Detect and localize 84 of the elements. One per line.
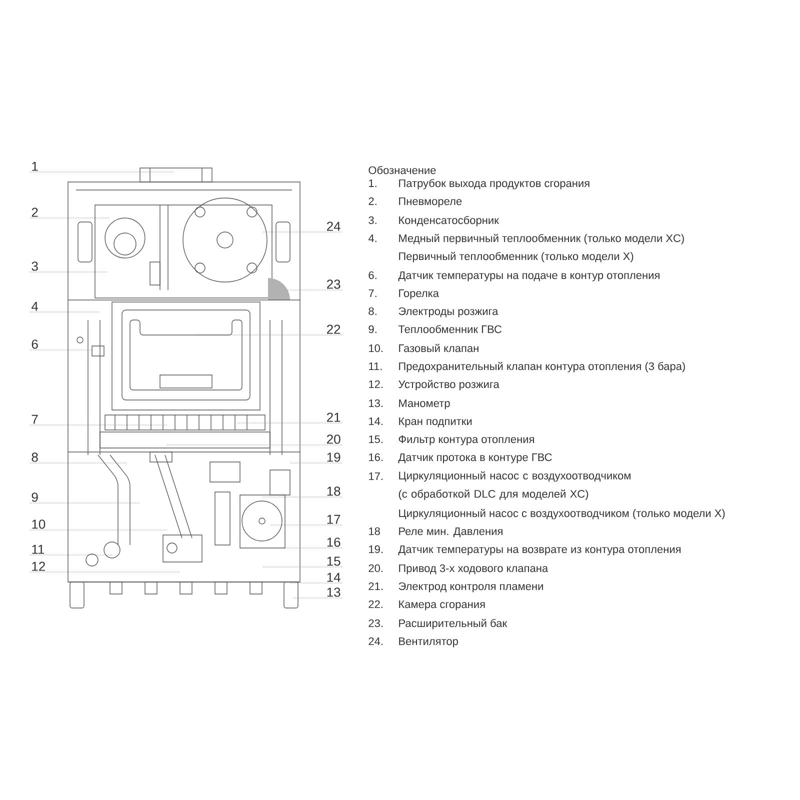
item-description: Датчик температуры на подаче в контур отопления	[398, 271, 660, 282]
callout-number: 24	[327, 222, 340, 231]
callout-number: 7	[32, 414, 38, 424]
item-number: 22.	[368, 600, 382, 608]
item-number: 6.	[368, 271, 376, 280]
callout-number: 10	[32, 520, 46, 529]
item-description: Теплообменник ГВС	[398, 324, 502, 334]
leader-line	[30, 502, 140, 504]
item-description: Первичный теплообменник (только модели X)	[399, 252, 634, 262]
item-description: Циркуляционный насос с воздухоотводчиком (только модели X)	[399, 508, 725, 520]
callout-number: 11	[32, 544, 44, 554]
item-description: Электрод контроля пламени	[398, 582, 543, 592]
callout-number: 14	[327, 572, 340, 582]
leader-line	[290, 462, 342, 464]
item-number: 14.	[369, 417, 382, 425]
leader-line	[262, 566, 342, 568]
item-description: Камера сгорания	[399, 600, 485, 610]
item-description: Манометр	[399, 399, 450, 410]
item-number: 2.	[368, 197, 376, 205]
item-number: 7.	[368, 289, 376, 297]
leader-line	[236, 422, 342, 424]
item-number: 9.	[368, 325, 376, 334]
item-description: Расширительный бак	[399, 618, 508, 630]
item-number: 19.	[369, 545, 382, 554]
leader-line	[262, 496, 342, 498]
leader-line	[270, 524, 342, 526]
item-description: Датчик температуры на возврате из контура отопления	[398, 545, 681, 556]
callout-number: 9	[32, 492, 38, 502]
item-number: 23.	[368, 619, 382, 628]
item-description: Устройство розжига	[398, 380, 500, 390]
callout-number: 18	[327, 486, 340, 496]
leader-line	[30, 424, 168, 426]
item-number: 12.	[369, 380, 382, 388]
item-description: Реле мин. Давления	[399, 527, 502, 538]
item-number: 11.	[369, 362, 382, 370]
callout-number: 3	[32, 262, 38, 271]
item-description: Фильтр контура отопления	[398, 435, 534, 446]
item-number: 18	[369, 527, 380, 536]
item-description: Электроды розжига	[398, 307, 498, 318]
item-number: 17.	[369, 472, 382, 480]
callout-number: 19	[327, 452, 340, 462]
callout-number: 12	[32, 562, 45, 571]
callout-number: 13	[327, 588, 340, 597]
callout-number: 2	[32, 208, 38, 217]
item-description: Газовый клапан	[399, 344, 478, 352]
leader-line	[30, 462, 128, 464]
item-number: 16.	[369, 453, 382, 462]
callout-number: 15	[327, 556, 340, 566]
callout-number: 4	[32, 302, 38, 311]
callout-number: 22	[327, 324, 340, 334]
item-description: Кран подпитки	[399, 417, 472, 428]
item-number: 20.	[368, 564, 382, 572]
item-description: Предохранительный клапан контура отопления (3 бара)	[399, 362, 685, 372]
callout-number: 8	[32, 452, 38, 462]
callout-number: 17	[327, 514, 340, 524]
callout-number: 21	[327, 412, 340, 422]
item-number: 13.	[369, 399, 382, 408]
item-number: 3.	[368, 216, 376, 224]
item-number: 1.	[369, 179, 376, 187]
item-number: 10.	[369, 344, 382, 352]
leader-line	[30, 554, 114, 556]
callout-number: 23	[327, 280, 340, 289]
item-description: Пневмореле	[399, 197, 462, 208]
item-number: 21.	[368, 582, 382, 590]
item-number: 4.	[368, 234, 376, 242]
legend-heading: Обозначение	[368, 166, 436, 174]
item-description: Датчик протока в контуре ГВС	[398, 453, 552, 464]
item-description: Горелка	[399, 289, 439, 300]
item-description: Патрубок выхода продуктов сгорания	[399, 178, 590, 190]
item-number: 15.	[369, 435, 382, 444]
callout-number: 1	[32, 162, 38, 171]
callout-number: 6	[32, 340, 38, 349]
item-description: Медный первичный теплообменник (только модели XC)	[399, 234, 684, 244]
item-number: 8.	[368, 307, 376, 316]
item-number: 24.	[368, 637, 382, 645]
leader-line	[290, 582, 342, 584]
item-description: Циркуляционный насос с воздухоотводчиком (с обработкой DLC для моделей XC)	[398, 471, 630, 500]
item-description: Привод 3-х ходового клапана	[399, 564, 548, 574]
callout-number: 20	[327, 434, 340, 444]
item-description: Вентилятор	[399, 637, 458, 648]
leader-line	[196, 334, 342, 336]
leader-line	[166, 444, 342, 446]
item-description: Конденсатосборник	[399, 216, 499, 226]
callout-number: 16	[327, 538, 340, 547]
